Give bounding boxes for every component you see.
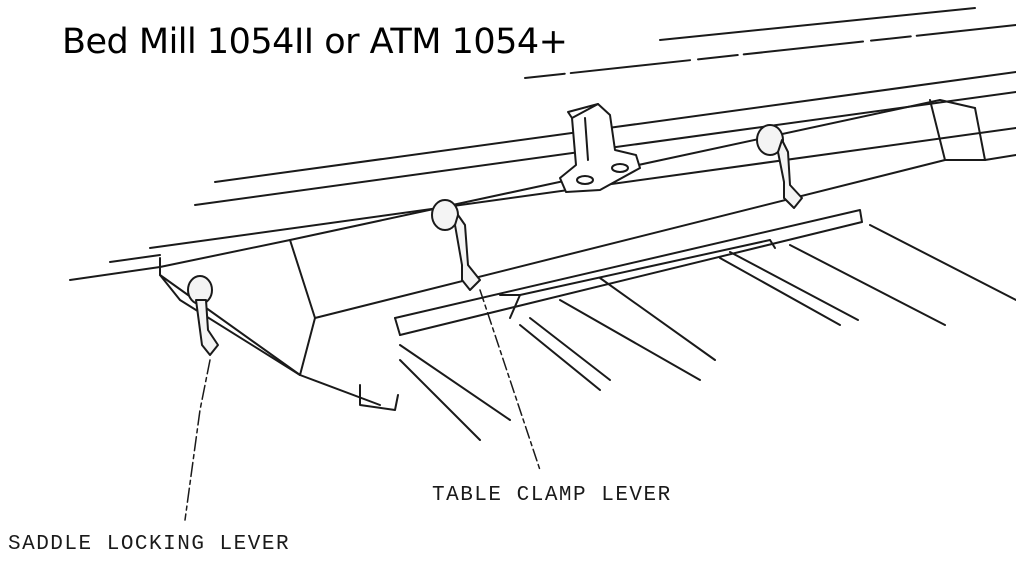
diagram-title: Bed Mill 1054II or ATM 1054+ xyxy=(62,22,568,62)
front-slot xyxy=(395,210,862,335)
lower-ways xyxy=(400,225,1016,440)
saddle-locking-lever-icon xyxy=(188,276,218,355)
leader-lines xyxy=(185,290,540,520)
table-stop-bracket xyxy=(560,104,640,192)
callout-saddle-locking-lever: SADDLE LOCKING LEVER xyxy=(8,533,291,556)
right-clamp-lever-icon xyxy=(757,125,802,208)
table-clamp-lever-icon xyxy=(432,200,480,290)
saddle-front-apron xyxy=(160,100,1016,405)
callout-table-clamp-lever: TABLE CLAMP LEVER xyxy=(432,484,672,507)
saddle-base-block xyxy=(360,385,398,410)
